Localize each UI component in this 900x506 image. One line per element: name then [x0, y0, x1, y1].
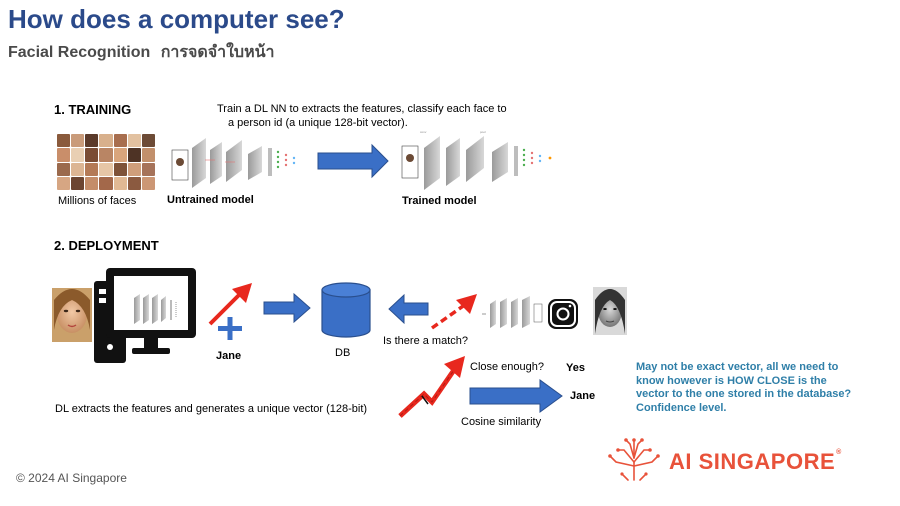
arrow-to-db [263, 292, 311, 324]
red-dashed-arrow [430, 294, 477, 330]
plus-icon [218, 317, 242, 340]
neural-network-icon [171, 138, 296, 188]
close-enough-label: Close enough? [470, 361, 545, 373]
svg-text:conv: conv [420, 130, 427, 134]
ai-singapore-logo-text: AI SINGAPORE® [669, 449, 842, 475]
faces-label: Millions of faces [58, 195, 137, 207]
logo-wordmark: AI SINGAPORE [669, 449, 836, 474]
extract-caption: DL extracts the features and generates a… [55, 403, 368, 415]
neural-network-icon: conv pool [401, 130, 552, 190]
database-cylinder-icon [321, 282, 371, 338]
arrow-from-query [388, 293, 429, 325]
query-face-photo [593, 287, 627, 335]
logo-registered-mark: ® [836, 449, 842, 456]
svg-text:pool: pool [480, 130, 486, 134]
training-description-line2: a person id (a unique 128-bit vector). [228, 117, 408, 129]
desktop-computer-icon [94, 268, 196, 363]
note-line: Confidence level. [636, 401, 727, 414]
training-heading: 1. TRAINING [54, 102, 132, 117]
page-title: How does a computer see? [8, 4, 345, 34]
deployment-heading: 2. DEPLOYMENT [54, 238, 159, 253]
red-arrow [208, 283, 252, 326]
neural-network-icon [482, 296, 543, 328]
subtitle-english: Facial Recognition [8, 44, 151, 61]
result-name-label: Jane [570, 390, 596, 402]
jane-face-photo [52, 288, 92, 342]
red-zigzag-arrow [398, 356, 465, 418]
ai-singapore-logo-icon [608, 438, 660, 481]
yes-label: Yes [566, 362, 585, 374]
result-arrow [469, 379, 563, 413]
copyright-footer: © 2024 AI Singapore [16, 471, 127, 485]
faces-mosaic [57, 134, 155, 190]
subtitle-thai: การจดจำใบหน้า [160, 44, 275, 61]
untrained-model-label: Untrained model [167, 194, 254, 206]
training-description-line1: Train a DL NN to extracts the features, … [217, 103, 507, 115]
trained-model-label: Trained model [402, 195, 477, 207]
training-arrow [317, 143, 389, 179]
note-line: vector to the one stored in the database… [636, 388, 852, 400]
note-line: May not be exact vector, all we need to [636, 361, 839, 373]
db-label: DB [335, 347, 351, 359]
confidence-note: May not be exact vector, all we need to … [636, 361, 876, 415]
page-subtitle: Facial Recognition การจดจำใบหน้า [8, 40, 275, 65]
note-line: know however is HOW CLOSE is the [636, 374, 827, 387]
person-name-label: Jane [216, 350, 242, 362]
cosine-similarity-label: Cosine similarity [461, 416, 542, 428]
match-question: Is there a match? [383, 335, 468, 347]
instagram-camera-icon [548, 299, 578, 329]
